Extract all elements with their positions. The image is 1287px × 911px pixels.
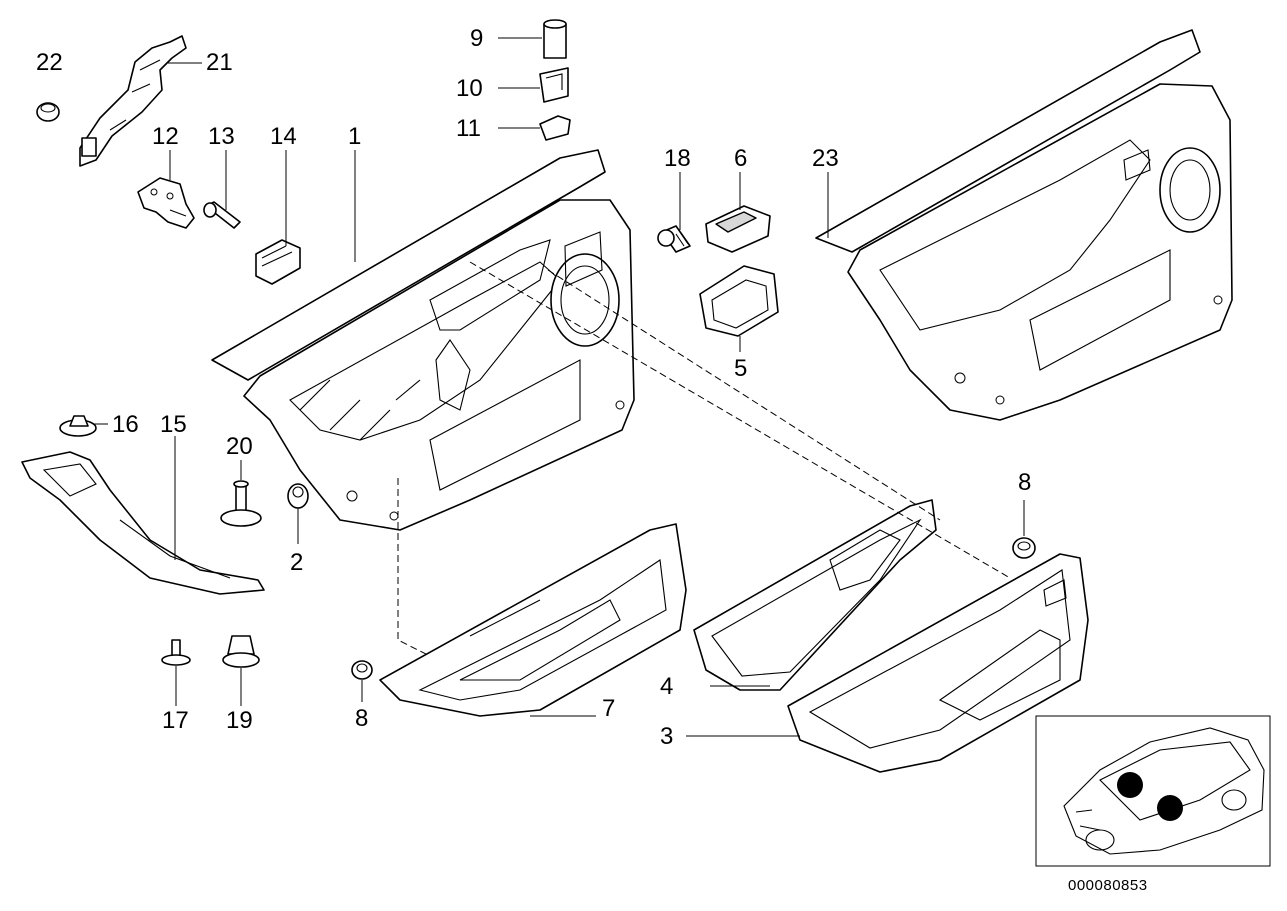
part-3-trim-panel	[787, 553, 1089, 773]
assembly-lines	[397, 261, 1011, 657]
callout-10: 10	[456, 75, 483, 102]
part-19-push-clip	[222, 635, 260, 668]
part-2-clip-nut	[287, 483, 309, 509]
callout-8-left: 8	[355, 705, 368, 732]
part-6-window-switch	[705, 205, 771, 253]
callout-22: 22	[36, 49, 63, 76]
callout-17: 17	[162, 707, 189, 734]
part-17-push-clip	[161, 639, 191, 666]
callout-7: 7	[602, 695, 615, 722]
part-21-cable-bracket	[79, 35, 187, 167]
part-9-cap	[543, 19, 567, 59]
part-20-stud	[220, 480, 262, 527]
callout-6: 6	[734, 145, 747, 172]
callout-2: 2	[290, 549, 303, 576]
part-18-screw	[657, 225, 691, 253]
callout-14: 14	[270, 123, 297, 150]
part-1-door-trim-panel	[211, 149, 635, 531]
callout-12: 12	[152, 123, 179, 150]
callout-16: 16	[112, 411, 139, 438]
part-23-door-trim-panel	[815, 29, 1233, 421]
part-22-grommet	[36, 102, 60, 122]
callout-5: 5	[734, 355, 747, 382]
callout-3: 3	[660, 723, 673, 750]
callout-9: 9	[470, 25, 483, 52]
callout-4: 4	[660, 673, 673, 700]
part-8-grommet-right	[1012, 537, 1036, 559]
car-locator-inset	[1035, 715, 1271, 867]
callout-19: 19	[226, 707, 253, 734]
callout-8-right: 8	[1018, 469, 1031, 496]
callout-23: 23	[812, 145, 839, 172]
part-10-housing	[539, 67, 569, 103]
part-8-grommet-left	[351, 660, 373, 680]
part-15-cover-trim	[21, 451, 265, 595]
part-4-trim-panel	[693, 499, 937, 691]
part-5-switch-bezel	[699, 265, 779, 337]
part-16-clip	[59, 415, 97, 437]
callout-15: 15	[160, 411, 187, 438]
callout-18: 18	[664, 145, 691, 172]
callout-11: 11	[456, 115, 481, 142]
callout-21: 21	[206, 49, 233, 76]
part-11-clip	[539, 115, 571, 141]
callout-1: 1	[348, 123, 361, 150]
callout-20: 20	[226, 433, 253, 460]
part-12-bracket	[137, 177, 195, 229]
part-13-bolt	[203, 201, 241, 229]
part-7-trim-panel	[379, 523, 687, 717]
reference-code: 000080853	[1068, 877, 1148, 894]
part-14-switch	[255, 239, 301, 285]
callout-13: 13	[208, 123, 235, 150]
